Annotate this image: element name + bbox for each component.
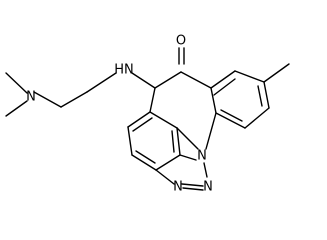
atom-label-nh: HN bbox=[114, 63, 134, 78]
atom-label-oxygen: O bbox=[176, 34, 186, 49]
chemical-structure-diagram: N HN O N N N bbox=[5, 34, 290, 195]
bond-lines bbox=[5, 47, 290, 191]
atom-label-n-triazole-1: N bbox=[173, 180, 183, 195]
atom-label-n-triazole-2: N bbox=[203, 180, 213, 195]
atom-label-n-ring: N bbox=[197, 149, 207, 164]
atom-label-nme2: N bbox=[26, 90, 36, 105]
atom-labels: N HN O N N N bbox=[26, 34, 213, 195]
